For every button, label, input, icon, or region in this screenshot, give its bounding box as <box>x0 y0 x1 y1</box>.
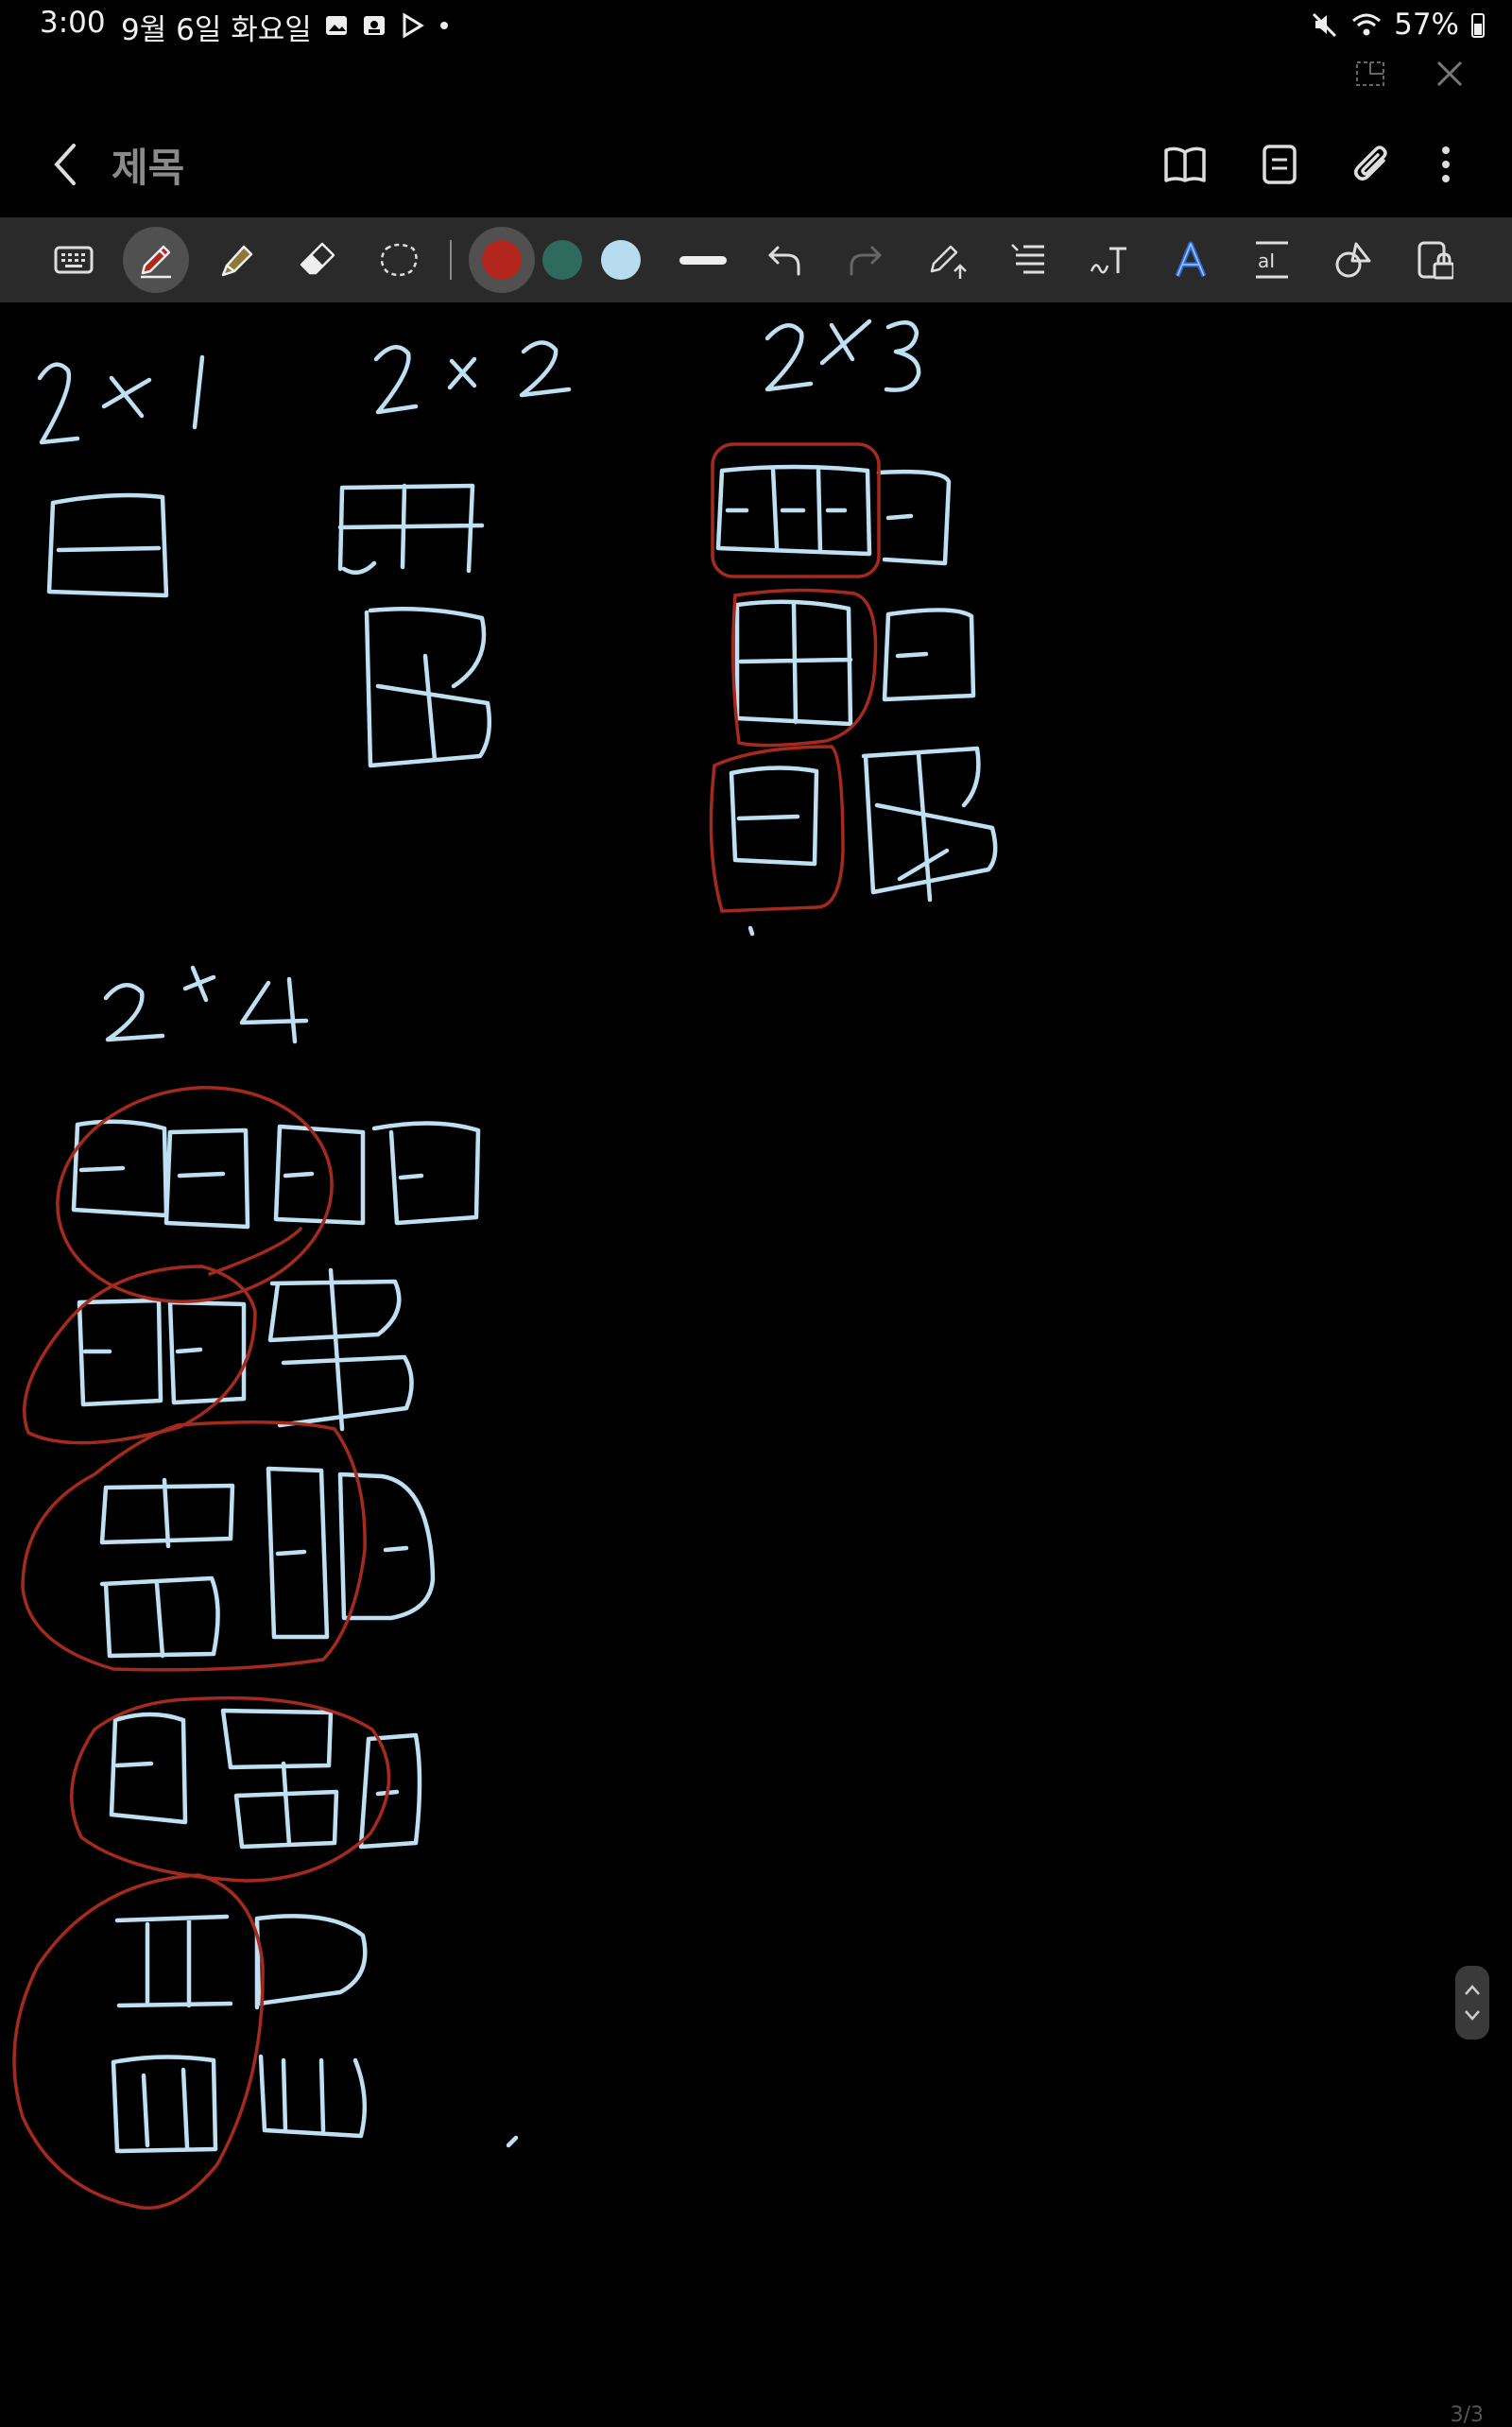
close-window-button[interactable] <box>1431 55 1469 96</box>
svg-text:aI: aI <box>1258 250 1275 272</box>
toolbar-divider <box>450 240 452 280</box>
note-canvas[interactable]: 3/3 <box>0 302 1512 2427</box>
lasso-icon <box>380 243 418 277</box>
dot-icon <box>440 22 448 29</box>
note-title[interactable]: 제목 <box>112 145 185 191</box>
lasso-button[interactable] <box>370 232 427 288</box>
back-button[interactable] <box>42 138 89 191</box>
pen-icon <box>141 245 171 279</box>
keyboard-icon <box>54 246 94 274</box>
battery-icon <box>1471 13 1485 38</box>
page-view-icon <box>1263 145 1297 184</box>
status-bar: 3:00 9월 6일 화요일 57% <box>0 0 1512 49</box>
text-style-button[interactable] <box>1162 232 1219 288</box>
handwriting-icon <box>1090 247 1126 274</box>
undo-icon <box>768 246 800 276</box>
minimize-window-icon <box>1356 61 1384 86</box>
play-store-icon <box>403 12 424 39</box>
stroke-width-icon <box>679 256 727 265</box>
redo-button[interactable] <box>837 232 894 288</box>
scroll-handle[interactable] <box>1455 1966 1489 2040</box>
text-align-icon <box>1011 244 1044 274</box>
handwriting-layer <box>12 318 998 2211</box>
eraser-button[interactable] <box>289 232 346 288</box>
label-2x2-ink <box>373 340 572 415</box>
pen-toolbar: aI <box>0 217 1512 302</box>
circle-2x3-row1 <box>711 442 881 578</box>
highlighter-icon <box>221 245 253 277</box>
color-swatch-light-blue[interactable] <box>601 240 641 280</box>
more-options-button[interactable] <box>1429 138 1463 191</box>
book-view-icon <box>1164 146 1206 182</box>
color-swatch-red[interactable] <box>482 240 522 280</box>
lock-button[interactable] <box>1406 232 1463 288</box>
notification-icons <box>323 11 452 40</box>
attach-icon <box>1354 146 1387 181</box>
back-icon <box>54 144 76 185</box>
text-fit-icon: aI <box>1256 241 1288 279</box>
app-bar: 제목 <box>0 117 1512 212</box>
highlighter-button[interactable] <box>208 232 265 288</box>
wifi-icon <box>1352 13 1382 36</box>
pen-tool-button[interactable] <box>123 227 189 293</box>
keyboard-button[interactable] <box>45 232 102 288</box>
pen-to-text-icon <box>930 245 967 279</box>
scroll-arrows-icon <box>1465 1985 1480 2021</box>
close-window-icon <box>1436 60 1463 87</box>
shapes-button[interactable] <box>1325 232 1382 288</box>
text-align-button[interactable] <box>1000 232 1057 288</box>
stroke-width-button[interactable] <box>675 232 731 288</box>
battery-percent: 57% <box>1394 8 1459 42</box>
page-view-button[interactable] <box>1253 138 1306 191</box>
color-swatch-green[interactable] <box>542 240 582 280</box>
gallery-icon <box>326 16 347 35</box>
mute-icon <box>1313 12 1337 38</box>
book-view-button[interactable] <box>1159 138 1211 191</box>
status-date: 9월 6일 화요일 <box>121 13 312 47</box>
system-icons: 57% <box>1311 6 1486 43</box>
text-style-icon <box>1175 241 1207 277</box>
undo-button[interactable] <box>756 232 813 288</box>
media-icon <box>364 16 385 35</box>
more-icon <box>1442 146 1450 182</box>
pen-to-text-button[interactable] <box>919 232 975 288</box>
handwriting-button[interactable] <box>1081 232 1138 288</box>
attach-button[interactable] <box>1346 138 1399 191</box>
redo-icon <box>850 246 882 276</box>
label-2x1-ink <box>37 354 205 445</box>
status-time: 3:00 <box>40 6 106 40</box>
minimize-window-button[interactable] <box>1351 55 1389 96</box>
lock-icon <box>1418 241 1453 280</box>
label-2x4-ink <box>103 965 309 1044</box>
text-fit-button[interactable]: aI <box>1244 232 1300 288</box>
label-2x3-ink <box>765 318 921 392</box>
shapes-icon <box>1335 242 1371 278</box>
eraser-icon <box>300 242 335 275</box>
page-indicator: 3/3 <box>1450 2403 1484 2427</box>
